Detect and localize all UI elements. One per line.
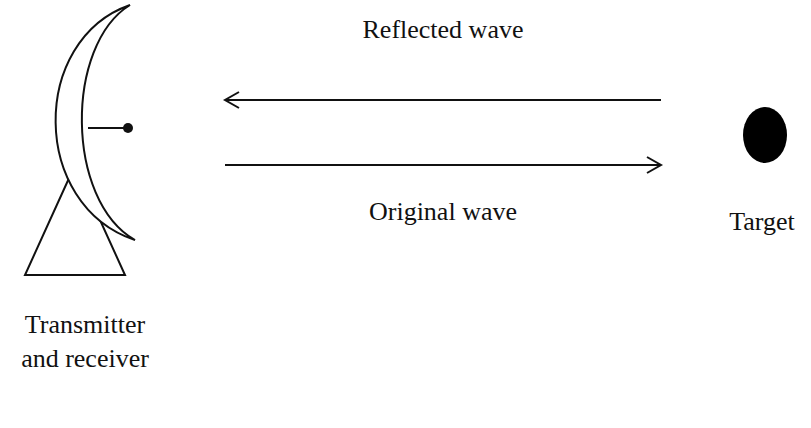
antenna-feed xyxy=(88,127,125,129)
feed-dot xyxy=(123,123,133,133)
wave-arrow xyxy=(225,157,661,173)
target-dot xyxy=(743,107,787,163)
wave-label: Reflected wave xyxy=(360,14,527,45)
radar-antenna: Transmitter and receiver xyxy=(10,0,170,420)
wave-arrow xyxy=(225,92,661,108)
arrow-shaft xyxy=(225,99,661,101)
node-caption: Transmitter and receiver xyxy=(10,308,160,377)
arrow-head xyxy=(225,92,239,108)
arrow-head xyxy=(647,157,661,173)
radar-dish xyxy=(56,5,135,240)
arrow-shaft xyxy=(225,164,661,166)
wave-label: Original wave xyxy=(366,196,520,227)
node-caption: Target xyxy=(716,205,808,239)
target-object: Target xyxy=(716,105,808,255)
